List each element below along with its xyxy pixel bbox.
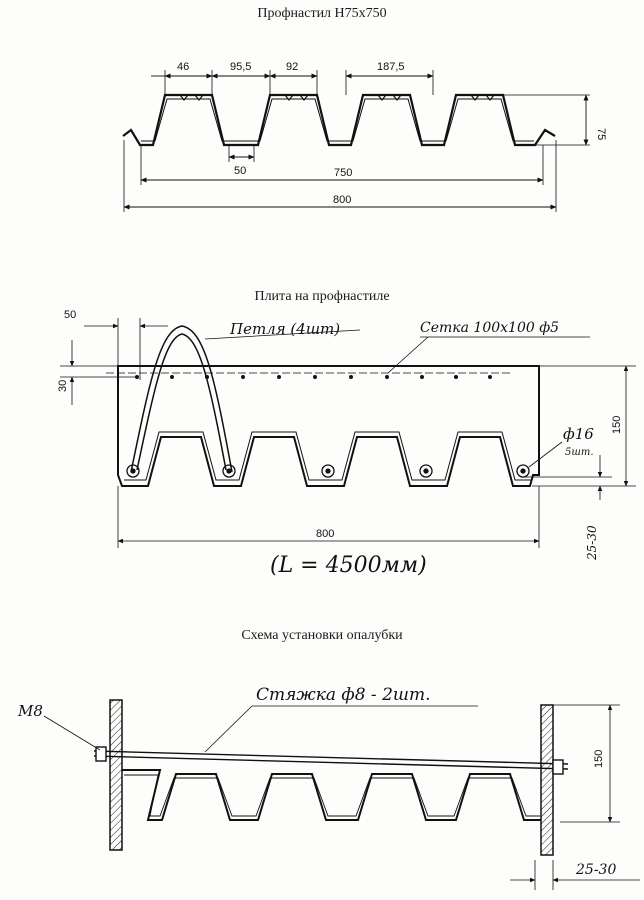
mesh-label: Сетка 100х100 ф5: [420, 320, 559, 336]
slab-dim-30: 30: [57, 380, 69, 392]
slab-title: Плита на профнастиле: [254, 289, 390, 304]
formwork-profile-sheet-inner: [124, 774, 540, 817]
dim-46: 46: [177, 61, 189, 73]
slab-dimension-lines: [60, 318, 636, 548]
formwork-dimension-lines: [510, 704, 640, 890]
profile-sheet-outline: [122, 93, 556, 147]
rebar-count-label: 5шт.: [565, 447, 594, 458]
formwork-profile-sheet: [122, 769, 541, 821]
formwork-dim-150: 150: [593, 750, 605, 768]
dim-50: 50: [234, 165, 246, 177]
mesh-leader: [387, 336, 429, 374]
dim-800: 800: [333, 194, 351, 206]
tie-leader: [204, 705, 253, 753]
bolt-leader: [43, 715, 101, 751]
left-formwork-board: [109, 699, 123, 851]
right-nut: [552, 759, 564, 775]
slab-dim-50: 50: [64, 309, 76, 321]
tie-rod-upper: [93, 750, 569, 765]
rebar-leader: [528, 441, 563, 468]
profile-sheet-inner: [141, 98, 534, 142]
tie-label: Стяжка ф8 - 2шт.: [256, 685, 431, 705]
slab-profile-sheet: [124, 431, 532, 481]
loop-leader: [204, 329, 361, 340]
slab-dim-150: 150: [611, 416, 623, 434]
slab-dim-800: 800: [316, 528, 334, 540]
tie-rod-lower: [93, 755, 569, 770]
lifting-loop: [130, 325, 233, 473]
dim-75: 75: [595, 128, 607, 140]
dim-92: 92: [286, 61, 298, 73]
rebar-circles: [126, 464, 530, 478]
profile-title: Профнастил Н75х750: [257, 6, 387, 21]
profile-section: 46 95,5 92 187,5 50 75 750 800: [122, 61, 607, 212]
formwork-title: Схема установки опалубки: [241, 628, 403, 643]
slab-dim-25-30: 25-30: [585, 525, 599, 561]
formwork-section: М8 Стяжка ф8 - 2шт. 150 25-30: [17, 685, 640, 890]
formwork-dim-25-30: 25-30: [575, 862, 616, 878]
dim-187-5: 187,5: [377, 61, 405, 73]
bolt-label: М8: [17, 702, 43, 720]
profile-dimension-lines: [123, 73, 589, 210]
profile-stiffener-ribs: [179, 94, 495, 101]
dim-750: 750: [334, 167, 352, 179]
right-formwork-board: [540, 704, 554, 856]
left-nut: [95, 746, 107, 762]
slab-section: 50 30 Петля (4шт) Сетка 100х100 ф5 ф16 5…: [57, 309, 636, 578]
loop-label: Петля (4шт): [229, 320, 340, 338]
rebar-label: ф16: [563, 425, 594, 443]
slab-length-label: (L = 4500мм): [270, 553, 427, 578]
slab-outline: [117, 365, 540, 487]
dim-95-5: 95,5: [230, 61, 251, 73]
mesh-bars: [135, 375, 492, 379]
